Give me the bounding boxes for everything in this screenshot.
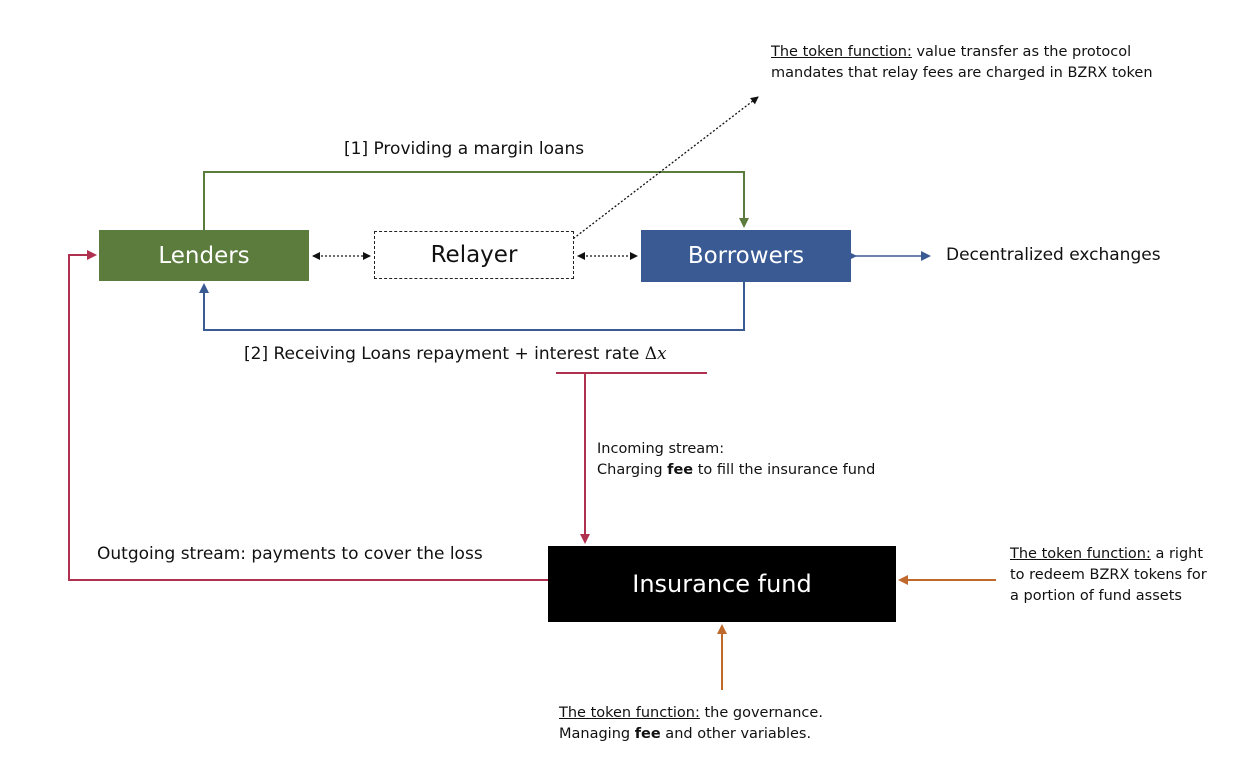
lenders-label: Lenders	[158, 242, 250, 269]
lenders-node: Lenders	[99, 230, 309, 281]
insurance-fund-node: Insurance fund	[548, 546, 896, 622]
outgoing-stream-label: Outgoing stream: payments to cover the l…	[97, 544, 483, 564]
token-function-text-line2: mandates that relay fees are charged in …	[771, 65, 1153, 81]
dex-label: Decentralized exchanges	[946, 245, 1161, 265]
margin-loan-label: [1] Providing a margin loans	[344, 139, 585, 159]
relayer-label: Relayer	[430, 242, 518, 268]
insurance-fund-label: Insurance fund	[632, 570, 812, 598]
redeem-heading: The token function:	[1010, 546, 1151, 562]
repayment-text: [2] Receiving Loans repayment + interest…	[244, 344, 640, 364]
redeem-token-function: The token function: a right to redeem BZ…	[1010, 544, 1207, 607]
redeem-line2: to redeem BZRX tokens for	[1010, 567, 1207, 583]
incoming-stream-post: to fill the insurance fund	[693, 462, 876, 478]
incoming-stream-title: Incoming stream:	[597, 441, 725, 457]
governance-token-function: The token function: the governance. Mana…	[559, 703, 823, 745]
borrowers-label: Borrowers	[687, 243, 805, 269]
relayer-node: Relayer	[374, 231, 574, 279]
margin-loan-arrow	[203, 171, 749, 230]
repayment-label: [2] Receiving Loans repayment + interest…	[244, 344, 667, 364]
incoming-stream-fee: fee	[667, 462, 694, 478]
borrowers-node: Borrowers	[641, 230, 851, 282]
governance-pre: Managing	[559, 726, 635, 742]
token-function-text: value transfer as the protocol	[911, 44, 1132, 60]
relay-fee-token-function: The token function: value transfer as th…	[771, 42, 1153, 84]
governance-fee: fee	[634, 726, 661, 742]
token-function-heading: The token function:	[771, 44, 912, 60]
governance-heading: The token function:	[559, 705, 700, 721]
governance-post: and other variables.	[660, 726, 812, 742]
redeem-line1: a right	[1150, 546, 1204, 562]
incoming-stream-annotation: Incoming stream: Charging fee to fill th…	[597, 439, 875, 481]
redeem-line3: a portion of fund assets	[1010, 588, 1182, 604]
delta-variable: x	[657, 344, 667, 364]
delta-symbol: Δ	[644, 344, 657, 364]
outgoing-stream-arrow	[68, 250, 548, 581]
relayer-token-function-link	[547, 96, 759, 259]
governance-line1: the governance.	[699, 705, 823, 721]
incoming-stream-pre: Charging	[597, 462, 668, 478]
repayment-arrow	[199, 282, 745, 331]
